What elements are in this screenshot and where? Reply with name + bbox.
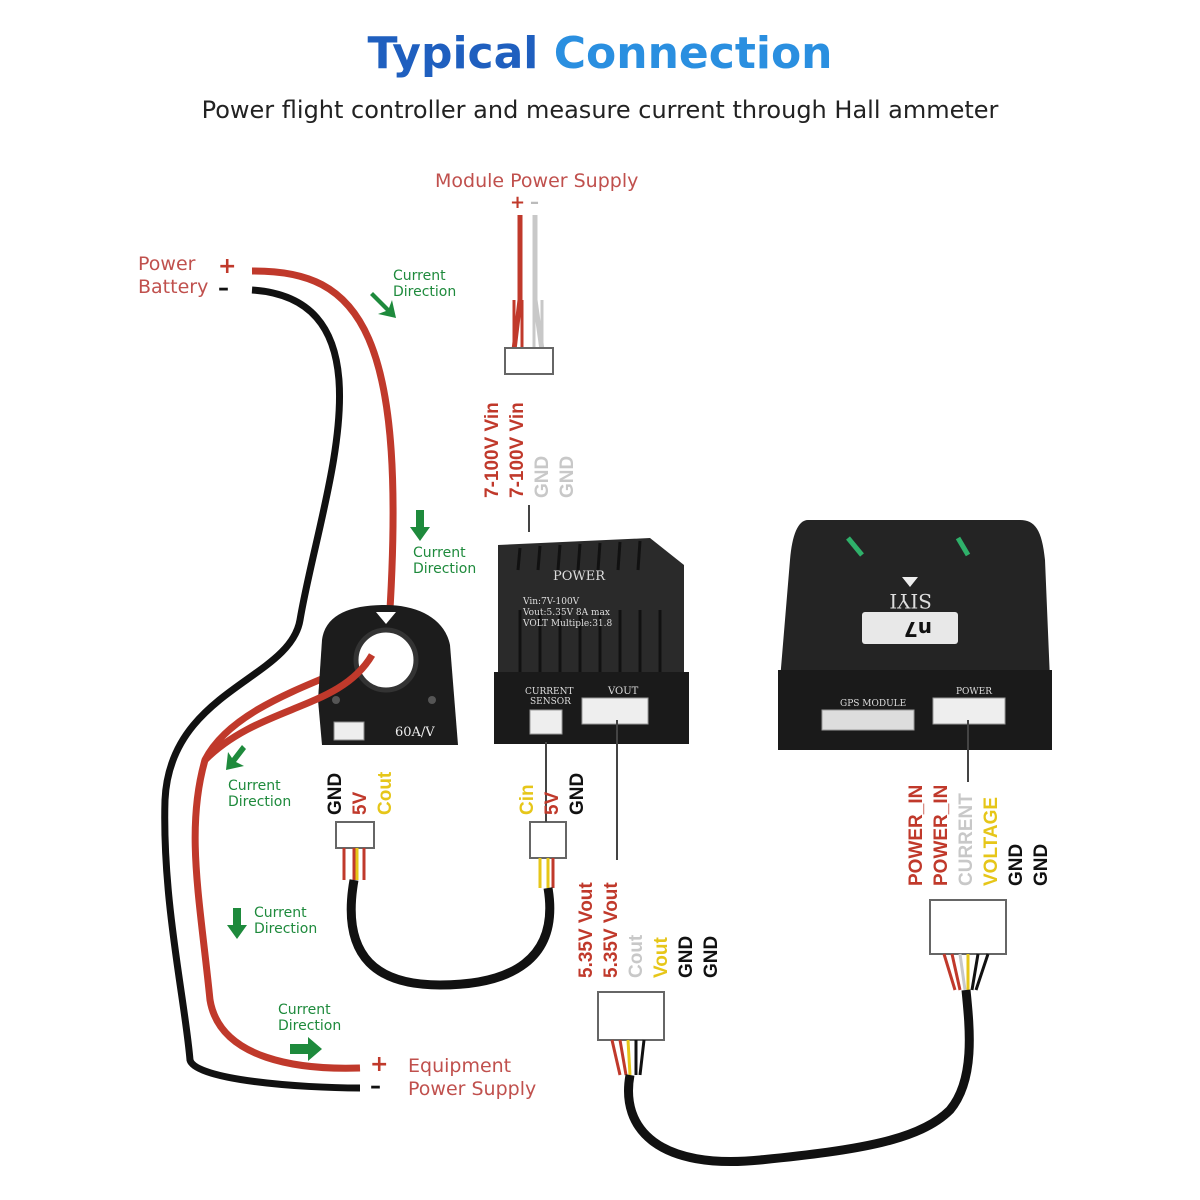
sensor-rating: 60A/V [395, 725, 435, 740]
arrow-icon [370, 292, 396, 318]
pin-label: 7-100V Vin [507, 402, 528, 498]
pin-label: GND [567, 772, 588, 815]
sensor-pins: GND 5V Cout [323, 772, 398, 815]
vout-port-label: VOUT [607, 686, 639, 697]
title-word-1: Typical [367, 28, 539, 79]
direction-arrows [226, 292, 430, 1061]
pin-label: GND [676, 935, 697, 978]
fc-port-power-label: POWER [956, 687, 992, 697]
equipment-plus-sign: + [370, 1052, 389, 1077]
power-battery-line1: Power [138, 253, 196, 275]
vout-to-fc-cable [624, 989, 974, 1166]
current-sensor-port-label-1: CURRENT [525, 687, 573, 697]
sensor-cable-connector [335, 821, 375, 849]
pin-label: POWER_IN [931, 784, 952, 886]
pin-label: GND [1031, 843, 1052, 886]
arrow-icon [227, 908, 247, 939]
fc-port-gps-label: GPS MODULE [840, 699, 906, 709]
vout-cable-connector [597, 991, 665, 1041]
pin-label: 7-100V Vin [482, 402, 503, 498]
power-battery-label: Power Battery [138, 253, 208, 299]
pin-label: 5.35V Vout [576, 882, 597, 978]
equipment-line2: Power Supply [408, 1078, 537, 1100]
pin-label: CURRENT [956, 793, 977, 886]
current-direction-label: Current Direction [228, 778, 292, 810]
title-word-2: Connection [553, 28, 833, 79]
pin-label: GND [701, 935, 722, 978]
pin-label: 5.35V Vout [601, 882, 622, 978]
arrow-icon [226, 745, 246, 770]
power-module-spec3: VOLT Multiple:31.8 [522, 619, 613, 629]
page-title: Typical Connection [0, 28, 1200, 79]
pin-label: GND [1006, 843, 1027, 886]
current-sensor-port-label-2: SENSOR [530, 697, 571, 707]
sensor-to-module-cable [346, 879, 555, 990]
current-sensor-port [529, 709, 563, 735]
power-module: POWER Vin:7V-100V Vout:5.35V 8A max VOLT… [494, 538, 689, 744]
power-module-label: POWER [553, 569, 606, 584]
fc-power-pins: POWER_IN POWER_IN CURRENT VOLTAGE GND GN… [904, 785, 1054, 886]
equipment-minus-sign: – [370, 1074, 381, 1099]
module-supply-red-wire [511, 215, 523, 351]
arrow-icon [410, 510, 430, 541]
hall-current-sensor: 60A/V [318, 605, 458, 745]
current-sensor-port-pins: Cin 5V GND [515, 773, 590, 815]
battery-red-wire [191, 267, 397, 1072]
pin-label: GND [532, 455, 553, 498]
pin-label: POWER_IN [906, 784, 927, 886]
pin-label: Cin [517, 784, 538, 815]
module-supply-connector [504, 347, 554, 375]
pin-label: Cout [626, 934, 647, 978]
current-direction-label: Current Direction [413, 545, 477, 577]
fc-model: n7 [904, 617, 932, 641]
fc-gps-port [821, 709, 915, 731]
battery-black-wire [161, 286, 361, 1092]
pin-label: VOLTAGE [981, 796, 1002, 886]
module-minus-sign: – [530, 192, 539, 213]
battery-plus-sign: + [218, 254, 237, 279]
pin-label: GND [557, 455, 578, 498]
current-direction-label: Current Direction [254, 905, 318, 937]
current-port-cable-connector [529, 821, 567, 859]
pin-label: Cout [375, 771, 396, 815]
power-module-spec2: Vout:5.35V 8A max [522, 608, 610, 618]
pin-label: Vout [651, 937, 672, 978]
pin-label: GND [325, 772, 346, 815]
fc-power-port [932, 697, 1006, 725]
vout-pins: 5.35V Vout 5.35V Vout Cout Vout GND GND [574, 882, 724, 978]
flight-controller: SIYI n7 GPS MODULE POWER [778, 520, 1052, 750]
power-module-spec1: Vin:7V-100V [522, 597, 580, 607]
arrow-icon [290, 1037, 322, 1061]
current-direction-label: Current Direction [278, 1002, 342, 1034]
vout-port [581, 697, 649, 725]
current-direction-label: Current Direction [393, 268, 457, 300]
module-power-supply-label: Module Power Supply [435, 170, 639, 192]
power-battery-line2: Battery [138, 276, 209, 298]
module-plus-sign: + [510, 192, 526, 213]
equipment-line1: Equipment [408, 1055, 512, 1077]
fc-brand: SIYI [889, 589, 932, 613]
module-input-pins: 7-100V Vin 7-100V Vin GND GND [480, 402, 580, 498]
pin-label: 5V [542, 791, 563, 815]
battery-minus-sign: – [218, 276, 229, 301]
pin-label: 5V [350, 791, 371, 815]
equipment-power-supply-label: Equipment Power Supply [408, 1055, 536, 1101]
page-subtitle: Power flight controller and measure curr… [201, 96, 999, 124]
fc-power-cable-connector [929, 899, 1007, 955]
